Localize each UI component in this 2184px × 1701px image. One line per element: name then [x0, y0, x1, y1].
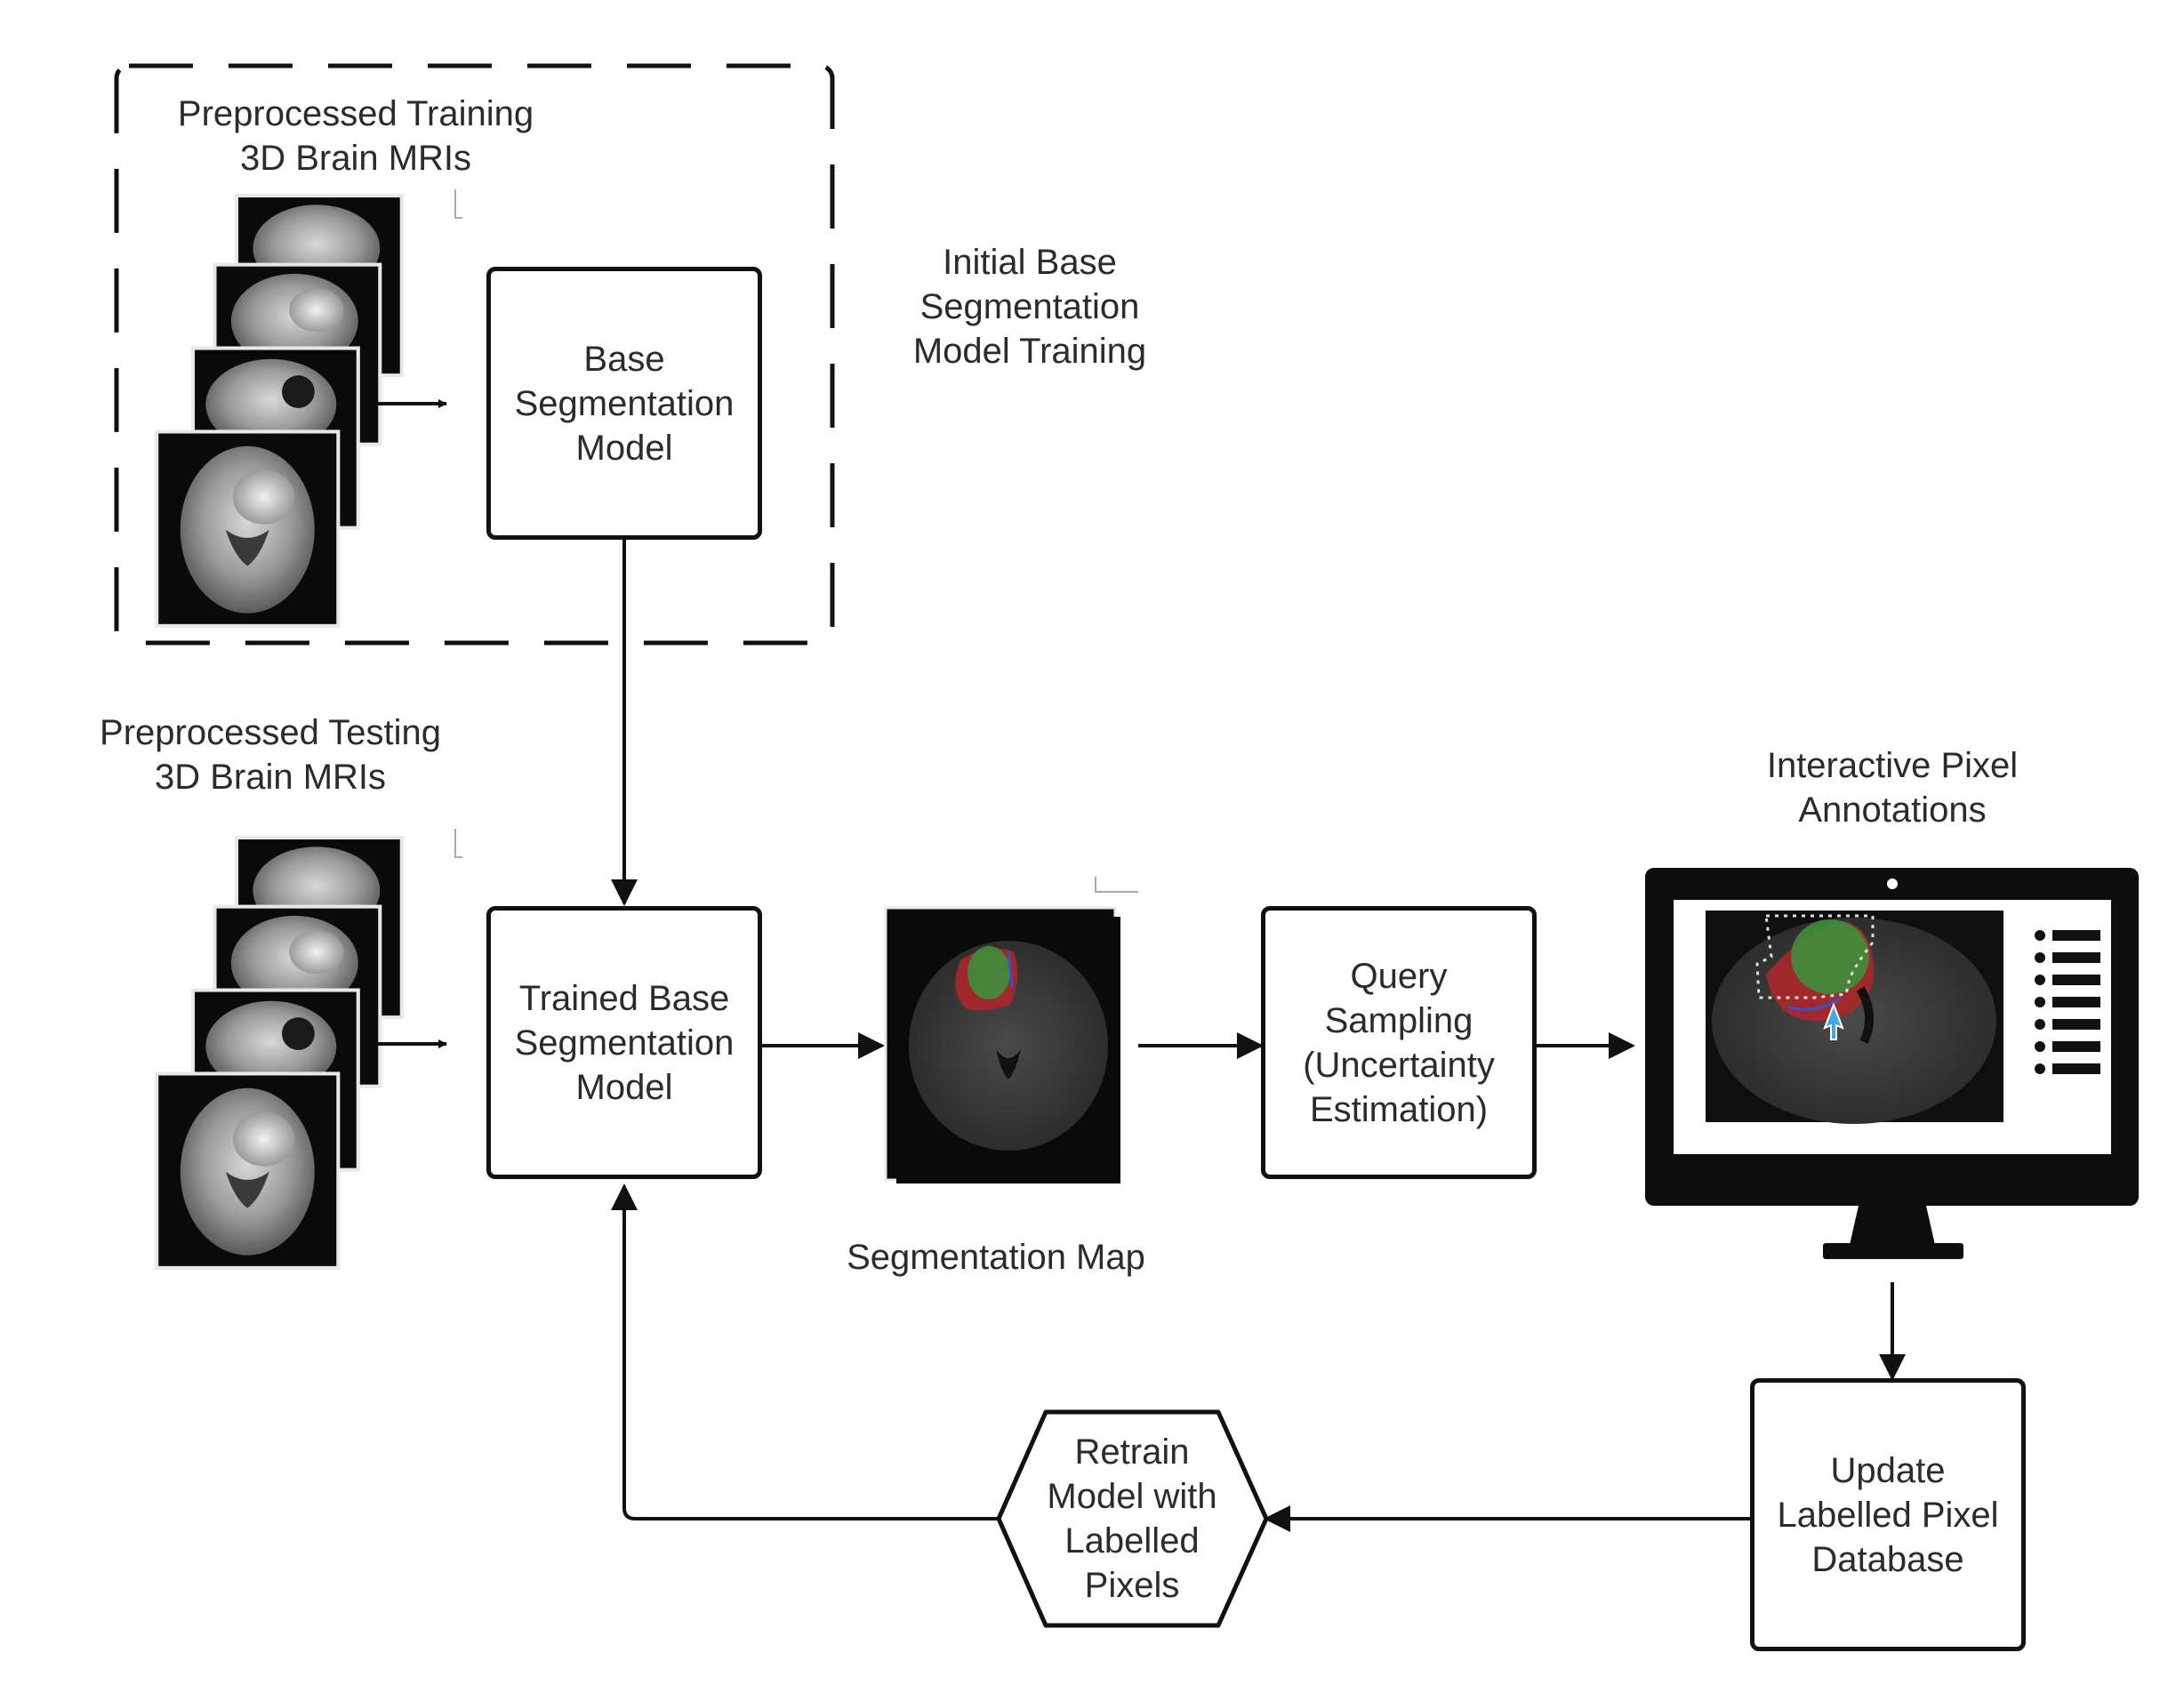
interactive-annotations-label: Interactive Pixel Annotations	[1766, 746, 2019, 830]
corner-mark	[454, 829, 462, 858]
query-sampling-box: Query Sampling (Uncertainty Estimation)	[1261, 906, 1537, 1179]
segmentation-map-icon	[884, 906, 1120, 1183]
update-database-box: Update Labelled Pixel Database	[1750, 1378, 2026, 1651]
training-region	[114, 63, 835, 646]
base-model-label: Base Segmentation Model	[514, 339, 735, 468]
corner-mark	[454, 189, 462, 219]
arrow-retrain-to-trained	[611, 1183, 999, 1520]
initial-training-label: Initial Base Segmentation Model Training	[912, 243, 1147, 371]
testing-caption: Preprocessed Testing 3D Brain MRIs	[100, 713, 441, 797]
testing-mri-stack-icon	[157, 838, 402, 1268]
retrain-label: Retrain Model with Labelled Pixels	[1047, 1432, 1217, 1605]
update-database-label: Update Labelled Pixel Database	[1777, 1450, 1999, 1579]
segmentation-map-label: Segmentation Map	[847, 1238, 1145, 1277]
training-mri-stack-icon	[157, 196, 402, 626]
monitor-icon	[1645, 868, 2139, 1259]
base-segmentation-model-box: Base Segmentation Model	[486, 267, 762, 540]
trained-base-model-box: Trained Base Segmentation Model	[486, 906, 762, 1179]
corner-mark	[1095, 877, 1138, 893]
trained-model-label: Trained Base Segmentation Model	[514, 978, 735, 1107]
training-caption: Preprocessed Training 3D Brain MRIs	[177, 94, 534, 178]
retrain-hexagon	[996, 1409, 1269, 1628]
query-sampling-label: Query Sampling (Uncertainty Estimation)	[1303, 956, 1495, 1129]
